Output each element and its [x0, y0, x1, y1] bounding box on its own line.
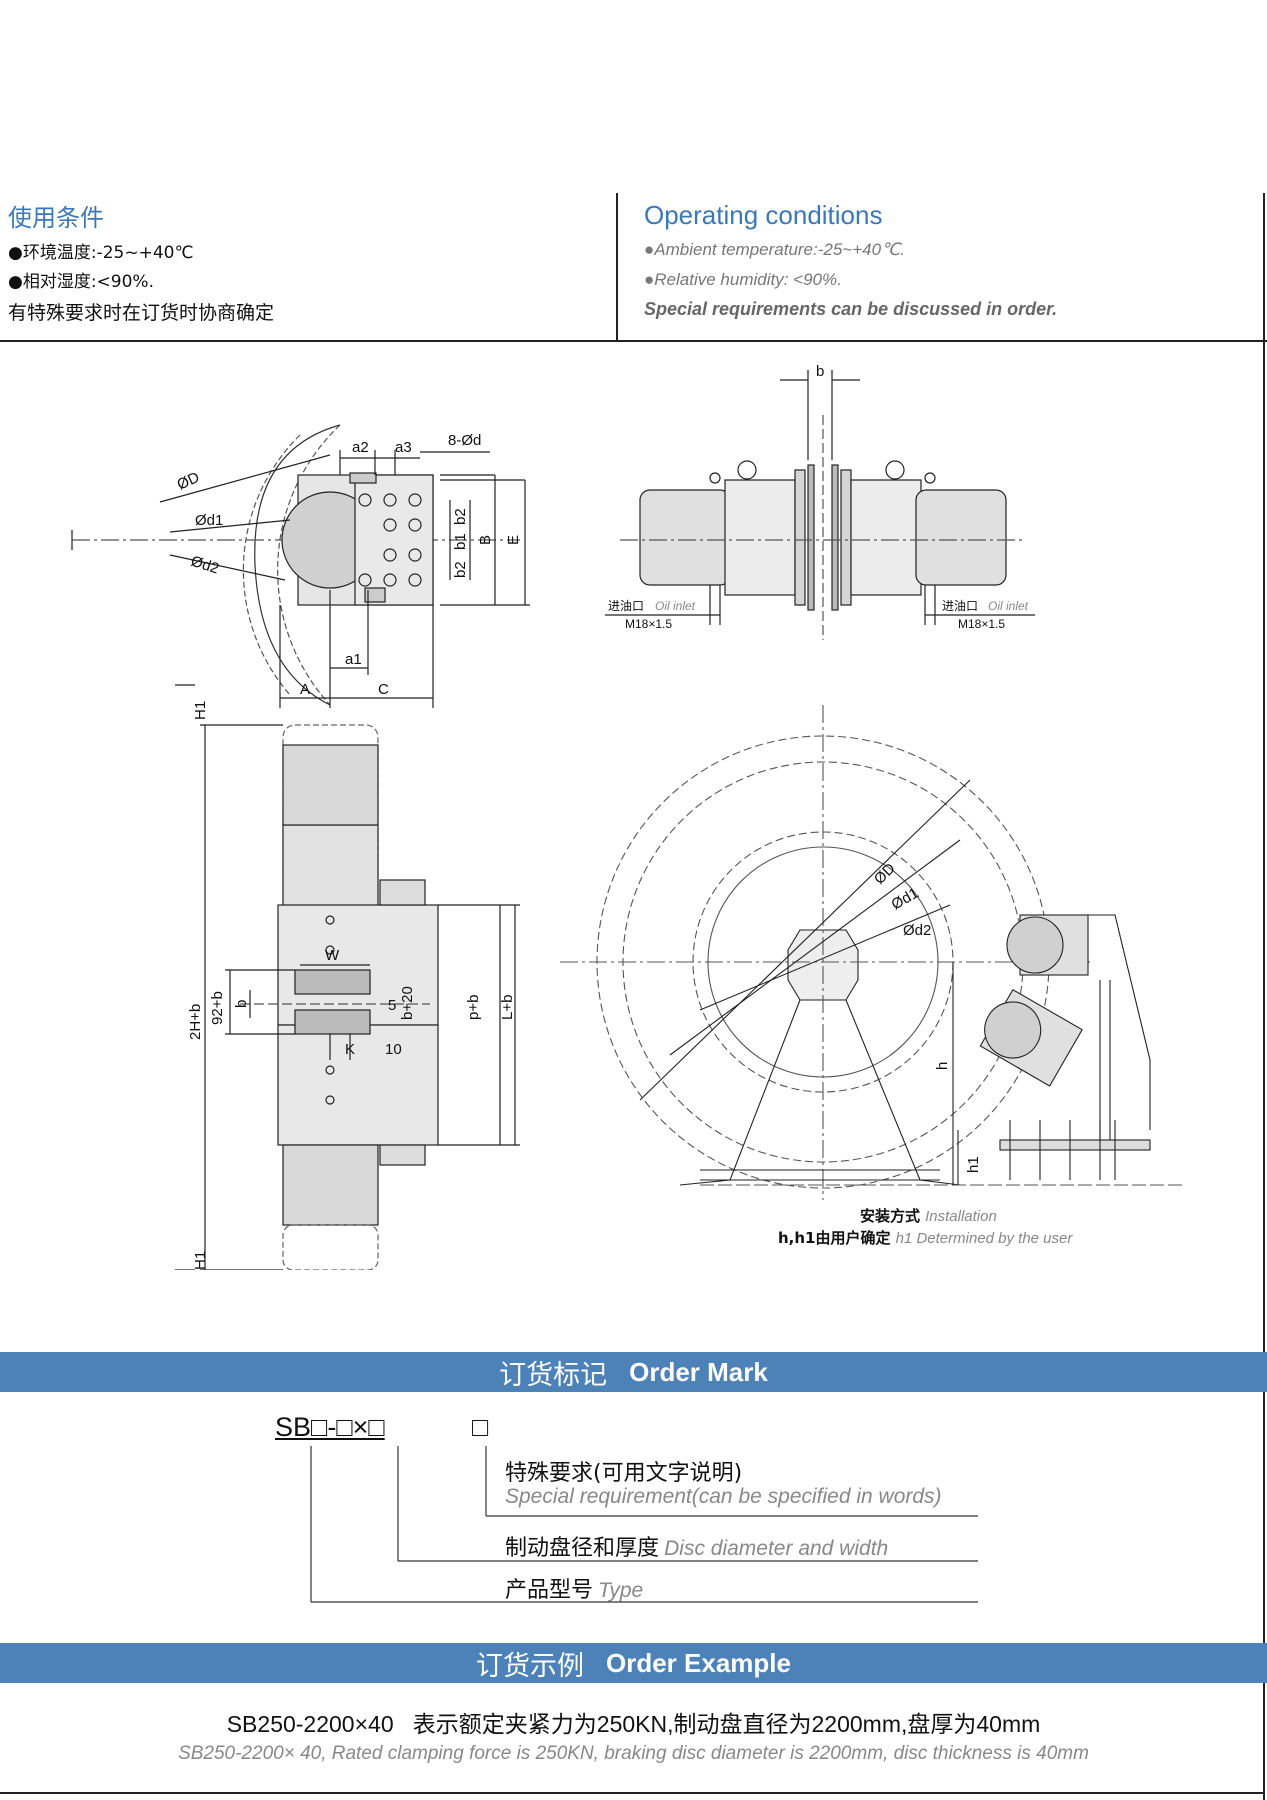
dim-label-A: A [300, 681, 310, 698]
order-mark-leaders [310, 1446, 978, 1603]
dim-label-Od2-install: Ød2 [903, 922, 931, 939]
installation-caption-2-en: h1 Determined by the user [895, 1230, 1073, 1247]
dim-label-a2: a2 [352, 439, 369, 456]
oil-inlet-left-cn: 进油口 [608, 599, 644, 613]
dim-label-K: K [345, 1041, 355, 1058]
dim-label-h1: h1 [965, 1156, 982, 1173]
technical-drawings: ØD Ød1 Ød2 a2 a3 8-Ød b2 b1 b2 B E a1 A … [71, 363, 1185, 1270]
installation-caption-2: h,h1由用户确定 h1 Determined by the user [778, 1227, 1072, 1248]
order-item-disc: 制动盘径和厚度 Disc diameter and width [505, 1530, 888, 1562]
order-example-cn: SB250-2200×40 表示额定夹紧力为250KN,制动盘直径为2200mm… [226, 1711, 1041, 1737]
dim-label-H1-bottom: H1 [192, 1251, 209, 1270]
installation-view-labels: ØD Ød1 Ød2 h h1 [871, 860, 982, 1173]
dim-label-b1: b1 [452, 533, 469, 550]
conditions-title-cn: 使用条件 [8, 204, 104, 232]
order-item-disc-cn: 制动盘径和厚度 [505, 1536, 660, 1561]
relative-humidity-en: ●Relative humidity: <90%. [644, 270, 842, 289]
dim-label-b-front: b [233, 1000, 250, 1008]
order-item-type-en: Type [598, 1579, 644, 1602]
oil-inlet-right-cn: 进油口 [942, 599, 978, 613]
caliper-side-view [71, 424, 530, 708]
page-frame [1263, 340, 1265, 1800]
oil-inlet-right-en: Oil inlet [988, 599, 1029, 613]
ambient-temperature-cn: ●环境温度:-25~+40℃ [8, 243, 194, 263]
installation-caption-1: 安装方式 Installation [860, 1205, 997, 1226]
table-border [1263, 193, 1265, 340]
dim-label-W: W [325, 947, 340, 964]
order-item-disc-en: Disc diameter and width [664, 1537, 889, 1560]
installation-caption-1-en: Installation [925, 1208, 997, 1225]
caliper-top-view-labels: b 进油口 Oil inlet M18×1.5 进油口 Oil inlet M1… [608, 363, 1029, 631]
special-requirements-cn: 有特殊要求时在订货时协商确定 [8, 302, 275, 324]
dim-label-8-Od: 8-Ød [448, 432, 481, 449]
dim-label-OD: ØD [175, 469, 203, 494]
dim-label-2H-b: 2H+b [187, 1004, 204, 1040]
table-divider [616, 193, 618, 340]
dim-label-a1: a1 [345, 651, 362, 668]
order-item-special-cn: 特殊要求(可用文字说明) [505, 1461, 743, 1486]
caliper-front-view-labels: H1 W 2H+b 92+b b 5 b+20 p+b L+b K 10 H1 [187, 701, 516, 1270]
ambient-temperature-en: ●Ambient temperature:-25~+40℃. [644, 240, 905, 259]
caliper-top-view [605, 370, 1035, 640]
dim-label-B: B [477, 535, 494, 545]
caliper-front-view [175, 684, 520, 1270]
dim-label-Od1: Ød1 [195, 512, 223, 529]
oil-inlet-left-thread: M18×1.5 [625, 617, 672, 631]
oil-inlet-right-thread: M18×1.5 [958, 617, 1005, 631]
dim-label-92-b: 92+b [209, 991, 226, 1025]
dim-label-E: E [505, 535, 522, 545]
dim-label-b-top: b [816, 363, 824, 380]
operating-conditions-table [0, 193, 1267, 342]
dim-label-a3: a3 [395, 439, 412, 456]
order-example-en: SB250-2200× 40, Rated clamping force is … [178, 1743, 1089, 1764]
installation-caption-1-cn: 安装方式 [860, 1207, 921, 1225]
dim-label-p-b: p+b [465, 995, 482, 1020]
dim-label-L-b: L+b [499, 995, 516, 1020]
order-example-title-cn: 订货示例 [476, 1650, 584, 1682]
installation-caption-2-cn: h,h1由用户确定 [778, 1229, 891, 1247]
order-mark-banner: 订货标记 Order Mark [0, 1352, 1267, 1392]
order-example-title-en: Order Example [606, 1647, 791, 1678]
dim-label-Od2: Ød2 [189, 553, 221, 578]
oil-inlet-left-en: Oil inlet [655, 599, 696, 613]
order-example-banner: 订货示例 Order Example [0, 1643, 1267, 1683]
order-mark-title-en: Order Mark [629, 1356, 768, 1387]
dim-label-10: 10 [385, 1041, 402, 1058]
page-bottom-border [0, 1792, 1265, 1794]
dim-label-5: 5 [388, 997, 396, 1014]
dim-label-b2-top: b2 [452, 508, 469, 525]
dim-label-OD-install: ØD [871, 860, 899, 888]
dim-label-H1-top: H1 [192, 701, 209, 720]
dim-label-h: h [934, 1062, 951, 1070]
dim-label-b-20: b+20 [399, 986, 416, 1020]
special-requirements-en: Special requirements can be discussed in… [644, 299, 1058, 319]
order-code: SB□-□×□ [275, 1412, 385, 1442]
relative-humidity-cn: ●相对湿度:<90%. [8, 272, 154, 292]
order-item-type-cn: 产品型号 [505, 1578, 594, 1603]
dim-label-C: C [378, 681, 389, 698]
order-item-special-en: Special requirement(can be specified in … [505, 1485, 942, 1508]
conditions-title-en: Operating conditions [644, 200, 883, 230]
order-mark-title-cn: 订货标记 [499, 1359, 608, 1391]
order-code-extra-box: □ [472, 1412, 489, 1442]
order-item-type: 产品型号 Type [505, 1572, 643, 1604]
dim-label-b2-bottom: b2 [452, 561, 469, 578]
installation-view [560, 705, 1185, 1200]
